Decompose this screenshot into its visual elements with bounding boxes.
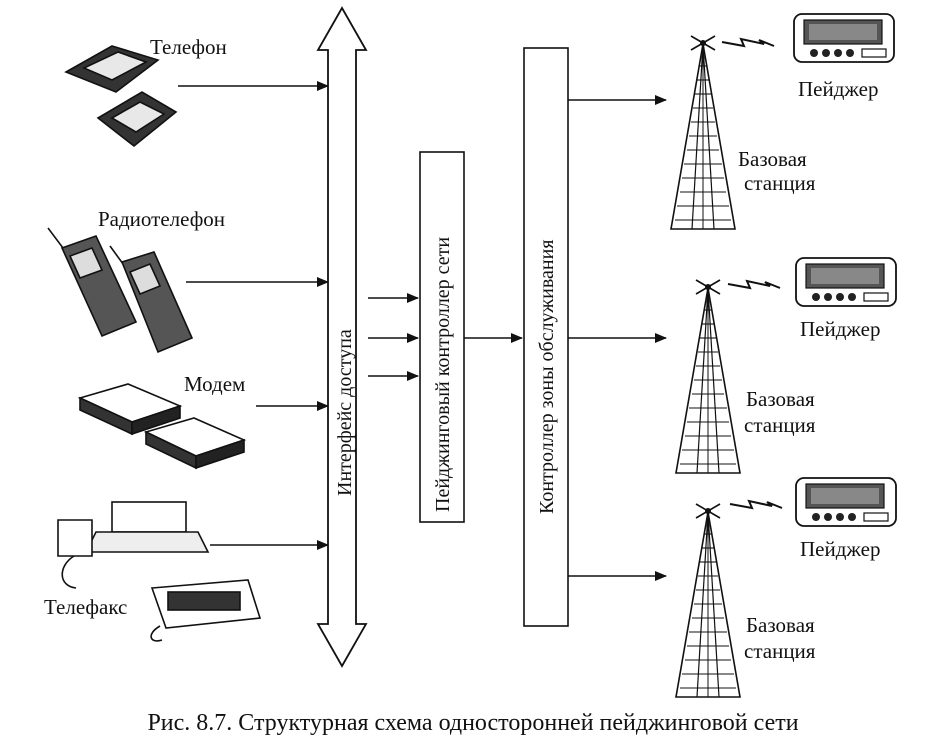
- radio-signal-icon: [721, 38, 775, 47]
- radio-signal-icon: [727, 280, 781, 289]
- pager-label: Пейджер: [800, 317, 880, 341]
- figure-caption: Рис. 8.7. Структурная схема односторонне…: [147, 710, 798, 736]
- telefax-device: Телефакс: [44, 501, 329, 642]
- zone-controller-label: Контроллер зоны обслуживания: [536, 240, 558, 514]
- access-interface-label: Интерфейс доступа: [334, 329, 356, 496]
- radiotelephone-device: Радиотелефон: [47, 207, 329, 354]
- tower-icon: [675, 503, 741, 698]
- pager-icon: [793, 13, 895, 63]
- paging-network-controller: Пейджинговый контроллер сети: [419, 151, 465, 523]
- base-station-label-line2: станция: [744, 413, 816, 437]
- telephone-icon: [64, 45, 178, 148]
- paging-controller-box: [419, 151, 465, 523]
- pager-label: Пейджер: [800, 537, 880, 561]
- modem-device: Модем: [77, 372, 329, 470]
- radio-signal-icon: [729, 500, 783, 509]
- pager-label: Пейджер: [798, 77, 878, 101]
- telefax-label: Телефакс: [44, 595, 127, 619]
- telephone-device: Телефон: [64, 35, 329, 148]
- zone-controller-box: [523, 47, 569, 627]
- telephone-label: Телефон: [150, 35, 227, 59]
- paging-controller-label: Пейджинговый контроллер сети: [432, 237, 454, 512]
- access-interface-shape: [316, 6, 368, 668]
- pager-icon: [795, 477, 897, 527]
- base-station-3: Пейджер Базовая станция: [675, 477, 897, 698]
- base-station-label-line1: Базовая: [746, 613, 815, 637]
- tower-icon: [670, 35, 736, 230]
- telefax-icon: [57, 501, 262, 642]
- base-station-label-line2: станция: [744, 639, 816, 663]
- pager-icon: [795, 257, 897, 307]
- base-station-label-line2: станция: [744, 171, 816, 195]
- tower-icon: [675, 279, 741, 474]
- radiotelephone-label: Радиотелефон: [98, 207, 225, 231]
- radiotelephone-icon: [47, 227, 194, 354]
- base-station-1: Пейджер Базовая станция: [670, 13, 895, 230]
- base-station-label-line1: Базовая: [746, 387, 815, 411]
- access-interface: Интерфейс доступа: [316, 6, 368, 668]
- base-station-2: Пейджер Базовая станция: [675, 257, 897, 474]
- service-zone-controller: Контроллер зоны обслуживания: [523, 47, 569, 627]
- modem-label: Модем: [184, 372, 245, 396]
- modem-icon: [77, 383, 247, 470]
- base-station-label-line1: Базовая: [738, 147, 807, 171]
